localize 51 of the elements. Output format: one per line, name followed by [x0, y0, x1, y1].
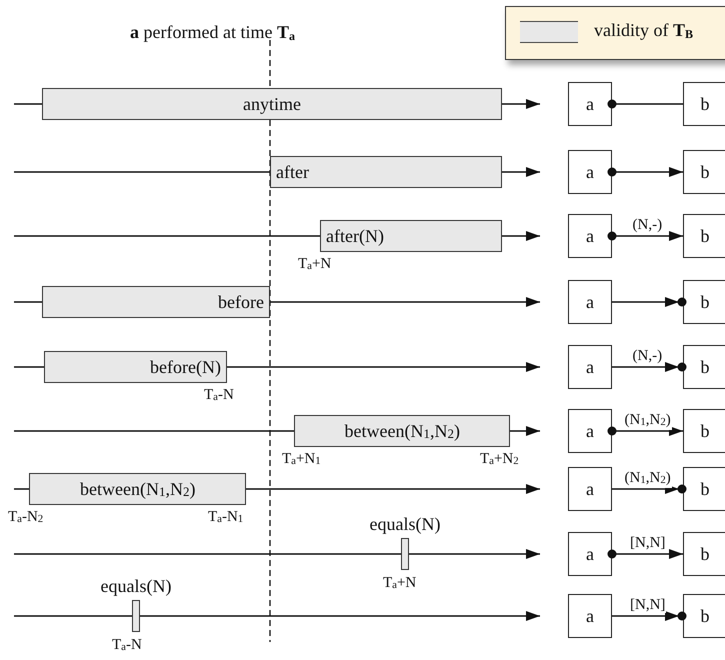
node-box: a: [568, 345, 612, 389]
edge-label: (N$_{1}$,N$_{2}$): [624, 470, 672, 488]
node-box: a: [568, 467, 612, 511]
edge-label: (N,-): [632, 217, 664, 233]
connector-arrow: [612, 362, 686, 372]
time-label: T$_{a}$+N: [298, 256, 332, 274]
constraint-label: between(N$_{1}$,N$_{2}$): [344, 421, 460, 443]
connector-arrow: [612, 297, 686, 307]
edge-label: [N,N]: [629, 597, 666, 613]
time-label: T$_{a}$-N: [112, 637, 142, 655]
connector-arrow: [612, 484, 686, 494]
node-box: a: [568, 409, 612, 453]
node-box: b: [683, 594, 725, 638]
node-box: a: [568, 214, 612, 258]
node-box: b: [683, 345, 725, 389]
node-box: b: [683, 532, 725, 576]
node-box: a: [568, 82, 612, 126]
time-label: T$_{a}$-N$_{2}$: [8, 509, 44, 527]
constraint-label: after(N): [326, 226, 384, 246]
time-label: T$_{a}$+N: [383, 575, 416, 593]
constraint-label: between(N$_{1}$,N$_{2}$): [80, 479, 196, 501]
connector-arrow: [608, 549, 683, 559]
connector-arrow: [608, 167, 683, 177]
time-label: T$_{a}$+N$_{2}$: [480, 451, 519, 469]
time-label: T$_{a}$-N: [204, 387, 234, 405]
node-box: b: [683, 280, 725, 324]
node-box: b: [683, 409, 725, 453]
constraint-label: after: [276, 162, 309, 182]
node-box: b: [683, 150, 725, 194]
constraint-label: equals(N): [370, 514, 440, 534]
edge-label: (N$_{1}$,N$_{2}$): [624, 412, 672, 430]
node-box: a: [568, 150, 612, 194]
node-box: b: [683, 214, 725, 258]
node-box: a: [568, 594, 612, 638]
node-box: a: [568, 532, 612, 576]
edge-label: [N,N]: [629, 535, 666, 551]
constraint-label: before(N): [150, 357, 221, 377]
constraint-label: equals(N): [100, 576, 172, 596]
legend-label: validity of T$_{B}$: [594, 20, 694, 42]
constraint-label: anytime: [243, 94, 301, 114]
time-label: T$_{a}$+N$_{1}$: [282, 451, 321, 469]
connector-arrow: [612, 611, 686, 621]
node-box: a: [568, 280, 612, 324]
node-box: b: [683, 467, 725, 511]
connector-arrow: [608, 426, 683, 436]
edge-label: (N,-): [632, 348, 664, 364]
node-box: b: [683, 82, 725, 126]
title: a performed at time T$_{a}$: [130, 22, 295, 44]
constraint-label: before: [218, 292, 264, 312]
time-label: T$_{a}$-N$_{1}$: [208, 509, 244, 527]
connector-arrow: [608, 231, 683, 241]
